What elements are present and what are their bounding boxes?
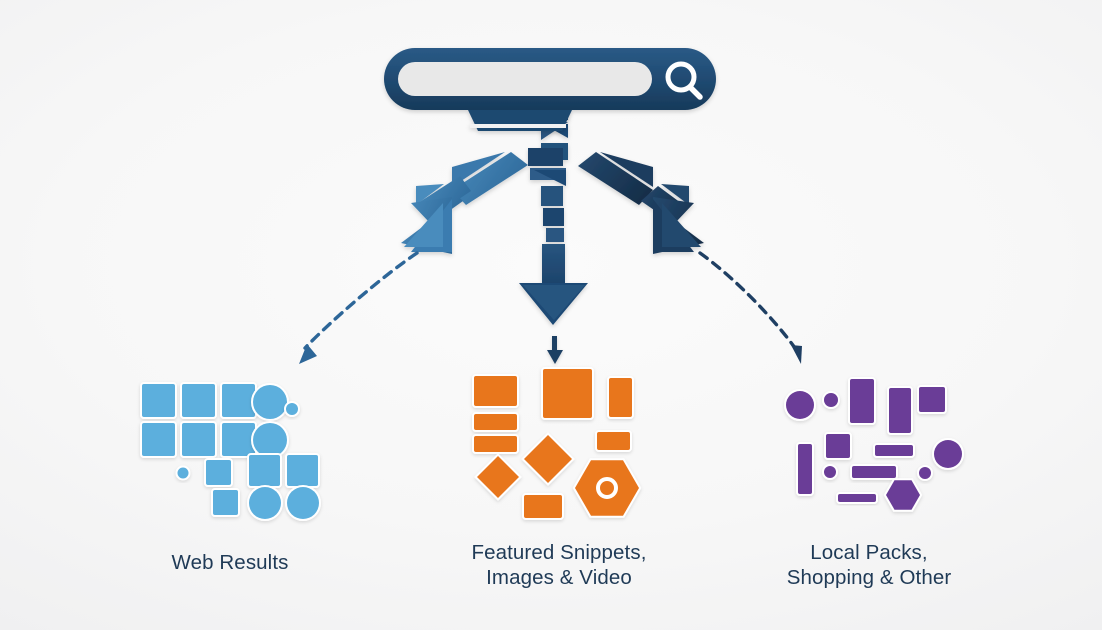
cluster-shape-hexagon xyxy=(572,458,642,518)
cluster-shape-rect xyxy=(887,386,913,435)
cluster-shape-rect xyxy=(220,421,257,458)
cluster-shape-diamond xyxy=(521,432,575,486)
cluster-shape-circle xyxy=(932,438,964,470)
cluster-local-packs xyxy=(784,377,964,512)
cluster-shape-rect xyxy=(836,492,878,504)
cluster-shape-circle xyxy=(251,421,289,459)
cluster-shape-rect xyxy=(848,377,876,425)
cluster-shape-rect xyxy=(917,385,947,414)
cluster-web-results xyxy=(140,382,321,521)
cluster-shape-diamond xyxy=(474,453,522,501)
cluster-featured-snippets xyxy=(472,367,642,520)
cluster-shape-hexagon xyxy=(883,478,923,512)
search-bar[interactable] xyxy=(384,48,716,131)
cluster-label-local-packs: Local Packs, Shopping & Other xyxy=(786,541,952,589)
cluster-shape-rect xyxy=(220,382,257,419)
right-branch-arrow xyxy=(578,152,704,254)
cluster-shape-rect xyxy=(522,493,564,520)
center-branch-arrow xyxy=(519,244,588,325)
arrow-junction-shards xyxy=(528,104,568,242)
cluster-shape-circle xyxy=(822,464,838,480)
cluster-shape-rect xyxy=(180,421,217,458)
cluster-shape-rect xyxy=(850,464,898,480)
dashed-arrow-center xyxy=(547,336,563,364)
cluster-label-web-results: Web Results xyxy=(171,551,289,574)
cluster-shape-rect xyxy=(180,382,217,419)
cluster-shape-circle xyxy=(285,485,321,521)
search-input[interactable] xyxy=(398,62,652,96)
search-icon[interactable] xyxy=(665,61,703,100)
cluster-shape-rect xyxy=(247,453,282,488)
cluster-shape-rect xyxy=(140,421,177,458)
cluster-shape-circle xyxy=(822,391,840,409)
cluster-shape-circle xyxy=(175,465,191,481)
cluster-shape-rect xyxy=(472,434,519,454)
cluster-shape-rect xyxy=(607,376,634,419)
left-branch-arrow xyxy=(401,152,528,254)
cluster-shape-circle xyxy=(247,485,283,521)
cluster-shape-rect xyxy=(595,430,632,452)
cluster-shape-rect xyxy=(796,442,814,496)
cluster-shape-rect xyxy=(204,458,233,487)
cluster-shape-rect xyxy=(824,432,852,460)
cluster-label-featured-snippets: Featured Snippets, Images & Video xyxy=(471,541,647,589)
cluster-shape-rect xyxy=(472,374,519,408)
cluster-shape-rect xyxy=(541,367,594,420)
cluster-shape-rect xyxy=(285,453,320,488)
dashed-arrow-right xyxy=(698,251,802,364)
cluster-shape-circle xyxy=(284,401,300,417)
cluster-shape-ring xyxy=(596,477,618,499)
cluster-shape-circle xyxy=(917,465,933,481)
cluster-shape-rect xyxy=(211,488,240,517)
cluster-shape-rect xyxy=(140,382,177,419)
dashed-arrow-left xyxy=(299,251,419,364)
cluster-shape-rect xyxy=(472,412,519,432)
cluster-shape-rect xyxy=(873,443,915,458)
cluster-shape-circle xyxy=(251,383,289,421)
cluster-shape-circle xyxy=(784,389,816,421)
